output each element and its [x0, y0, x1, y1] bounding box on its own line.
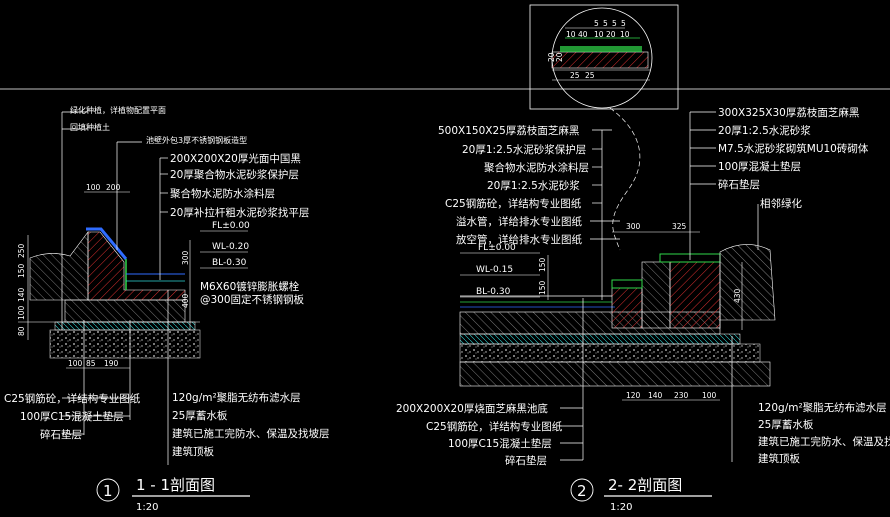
- s2-dim-bottom-100: 100: [702, 391, 717, 400]
- s1-dim-top-200: 200: [106, 183, 121, 192]
- s2-label-overflow: 溢水管，详给排水专业图纸: [456, 215, 582, 228]
- s2-dim-bottom-120: 120: [626, 391, 641, 400]
- s1-level-bl: BL-0.30: [212, 258, 247, 268]
- s1-label-leveling: 20厚补拉杆粗水泥砂浆找平层: [170, 206, 309, 219]
- s1-dim-bottom-85: 85: [86, 359, 96, 368]
- detail-dim-bottom-2: 25: [585, 71, 595, 80]
- detail-dim-side-1: 20: [547, 52, 556, 62]
- s1-label-c15: 100厚C15混凝土垫层: [20, 410, 124, 423]
- s2-label-mortar-protect: 20厚1:2.5水泥砂浆保护层: [462, 143, 586, 156]
- s2-dim-left-150a: 150: [538, 257, 547, 272]
- s1-level-wl: WL-0.20: [212, 242, 249, 252]
- s1-label-gravel: 碎石垫层: [40, 428, 82, 441]
- section-2: 500X150X25厚荔枝面芝麻黑 20厚1:2.5水泥砂浆保护层 聚合物水泥防…: [396, 106, 890, 513]
- s2-label-concrete: 100厚混凝土垫层: [718, 160, 801, 173]
- s2-label-waterproof: 聚合物水泥防水涂料层: [484, 161, 589, 174]
- s1-title-circle: [96, 478, 120, 502]
- s1-dim-left-80: 80: [17, 326, 26, 336]
- s1-dim-left-250: 250: [17, 243, 26, 258]
- s2-label-roof-slab: 建筑顶板: [758, 452, 800, 465]
- s2-label-drain-board: 25厚蓄水板: [758, 418, 814, 431]
- s2-title-number: 2: [577, 482, 587, 500]
- detail-box: 5 5 5 5 10 40 10 20 10 20 20 25 25: [529, 4, 679, 110]
- s1-bolt-note-1: M6X60镀锌膨胀螺栓: [200, 280, 300, 293]
- s2-label-building-waterproof: 建筑已施工完防水、保温及找坡层: [758, 435, 890, 448]
- s2-dim-right-430: 430: [733, 288, 742, 303]
- s2-label-c25: C25钢筋砼，详结构专业图纸: [445, 197, 582, 210]
- s2-label-pool-floor: 200X200X20厚烧面芝麻黑池底: [396, 402, 548, 415]
- section-1: 绿化种植，详植物配置平面 回填种植土 池壁外包3厚不锈钢钢板造型 200X200…: [4, 105, 330, 513]
- s1-dim-bottom-100: 100: [68, 359, 83, 368]
- s2-dim-bottom-230: 230: [674, 391, 689, 400]
- s1-dim-left-100: 100: [17, 305, 26, 320]
- detail-dim-row2-2: 40: [578, 30, 588, 39]
- s1-label-china-black: 200X200X20厚光面中国黑: [170, 152, 301, 165]
- s2-label-c15: 100厚C15混凝土垫层: [448, 437, 552, 450]
- s2-label-green: 相邻绿化: [760, 197, 802, 210]
- s1-scale: 1:20: [136, 502, 158, 513]
- s2-title: 2- 2剖面图: [608, 476, 682, 494]
- s1-dim-left-150: 150: [17, 263, 26, 278]
- s2-label-filter: 120g/m²聚脂无纺布滤水层: [758, 401, 887, 414]
- s1-title: 1 - 1剖面图: [136, 476, 215, 494]
- s2-label-drain: 放空管，详给排水专业图纸: [456, 233, 582, 246]
- s2-label-sesame-cap: 500X150X25厚荔枝面芝麻黑: [438, 124, 579, 137]
- s1-dim-right-400: 400: [181, 293, 190, 308]
- s1-label-waterproof: 聚合物水泥防水涂料层: [170, 187, 275, 200]
- s1-level-fl: FL±0.00: [212, 221, 250, 231]
- detail-dim-top-2: 5: [603, 19, 608, 28]
- s2-dim-top-325: 325: [672, 222, 687, 231]
- s1-label-drain-board: 25厚蓄水板: [172, 409, 228, 422]
- s2-level-wl: WL-0.15: [476, 265, 513, 275]
- detail-callout-curve: [609, 107, 641, 251]
- detail-dim-bottom-1: 25: [570, 71, 580, 80]
- detail-dim-top-1: 5: [594, 19, 599, 28]
- s1-dim-right-300: 300: [181, 250, 190, 265]
- s1-label-roof-slab: 建筑顶板: [172, 445, 214, 458]
- s1-dim-left-140: 140: [17, 287, 26, 302]
- detail-dim-top-4: 5: [621, 19, 626, 28]
- s2-label-gravel-right: 碎石垫层: [718, 178, 760, 191]
- s2-label-mortar: 20厚1:2.5水泥砂浆: [487, 179, 580, 192]
- s2-level-bl: BL-0.30: [476, 287, 511, 297]
- detail-dim-row2-3: 10: [594, 30, 604, 39]
- detail-dim-row2-1: 10: [566, 30, 576, 39]
- s1-bolt-note-2: @300固定不锈钢钢板: [200, 293, 305, 306]
- s2-scale: 1:20: [610, 502, 632, 513]
- detail-dim-top-3: 5: [612, 19, 617, 28]
- s2-dim-top-300: 300: [626, 222, 641, 231]
- s1-label-building-waterproof: 建筑已施工完防水、保温及找坡层: [172, 427, 330, 440]
- s1-label-backfill: 回填种植土: [70, 122, 110, 132]
- detail-dim-row2-4: 20: [606, 30, 616, 39]
- s2-label-c25-bottom: C25钢筋砼，详结构专业图纸: [426, 420, 563, 433]
- s1-dim-top-100: 100: [86, 183, 101, 192]
- s1-dim-bottom-190: 190: [104, 359, 119, 368]
- s1-label-planting: 绿化种植，详植物配置平面: [70, 105, 166, 115]
- s1-label-filter: 120g/m²聚脂无纺布滤水层: [172, 391, 301, 404]
- s2-title-circle: [570, 478, 594, 502]
- s1-title-number: 1: [103, 482, 113, 500]
- s1-label-protect: 20厚聚合物水泥砂浆保护层: [170, 168, 299, 181]
- detail-dim-side-2: 20: [555, 52, 564, 62]
- s2-dim-bottom-140: 140: [648, 391, 663, 400]
- s2-label-sesame-top: 300X325X30厚荔枝面芝麻黑: [718, 106, 859, 119]
- s1-label-steel-wrap: 池壁外包3厚不锈钢钢板造型: [146, 135, 247, 145]
- s2-dim-left-150b: 150: [538, 280, 547, 295]
- s2-label-mortar-right: 20厚1:2.5水泥砂浆: [718, 124, 811, 137]
- s2-label-brick: M7.5水泥砂浆砌筑MU10砖砌体: [718, 142, 869, 155]
- s2-level-fl: FL±0.00: [478, 243, 516, 253]
- detail-dim-row2-5: 10: [620, 30, 630, 39]
- s1-label-c25: C25钢筋砼，详结构专业图纸: [4, 392, 141, 405]
- s2-label-gravel-bottom: 碎石垫层: [505, 454, 547, 467]
